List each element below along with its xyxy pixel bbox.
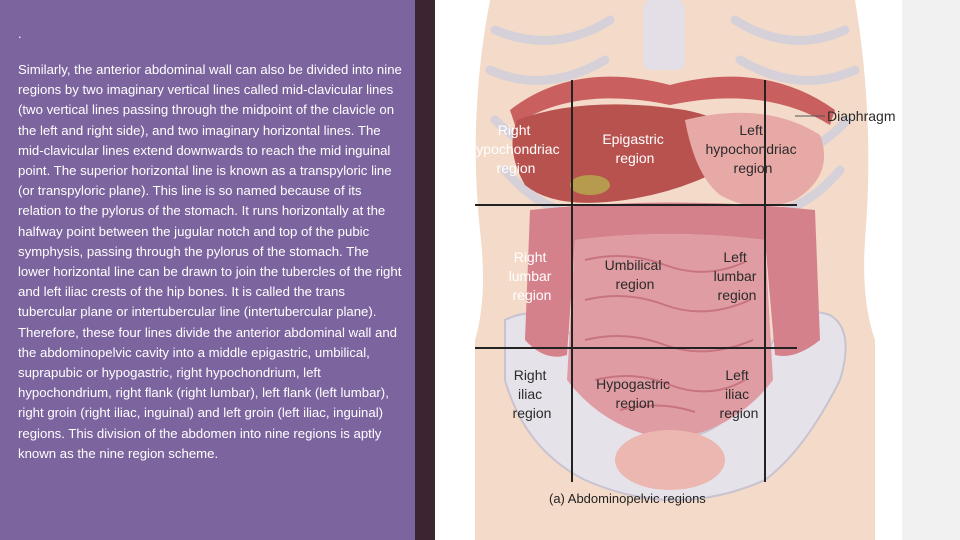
region-left-iliac: Left iliac region bbox=[720, 367, 759, 421]
diaphragm-label: Diaphragm bbox=[827, 108, 895, 124]
region-right-iliac: Right iliac region bbox=[513, 367, 552, 421]
sternum bbox=[643, 0, 685, 70]
anatomy-illustration: Diaphragm Right hypochondriac region Epi… bbox=[469, 0, 895, 540]
region-left-hypochondriac: Left hypochondriac region bbox=[706, 122, 801, 176]
large-intestine bbox=[525, 202, 820, 357]
abdominopelvic-figure: Diaphragm Right hypochondriac region Epi… bbox=[435, 0, 902, 540]
region-right-hypochondriac: Right hypochondriac region bbox=[469, 122, 564, 176]
region-umbilical: Umbilical region bbox=[605, 257, 666, 292]
stomach bbox=[685, 112, 825, 207]
region-epigastric: Epigastric region bbox=[602, 131, 667, 166]
region-hypogastric: Hypogastric region bbox=[596, 376, 674, 411]
figure-caption: (a) Abdominopelvic regions bbox=[549, 491, 706, 506]
bladder bbox=[615, 430, 725, 490]
region-grid bbox=[475, 80, 797, 482]
region-left-lumbar: Left lumbar region bbox=[714, 249, 761, 303]
body-paragraph: Similarly, the anterior abdominal wall c… bbox=[18, 62, 402, 461]
bullet-mark: . bbox=[18, 26, 22, 41]
gallbladder bbox=[570, 175, 610, 195]
diaphragm bbox=[510, 76, 835, 125]
margin-strip bbox=[902, 0, 960, 540]
region-right-lumbar: Right lumbar region bbox=[509, 249, 556, 303]
panel-divider bbox=[415, 0, 435, 540]
text-panel: . Similarly, the anterior abdominal wall… bbox=[0, 0, 415, 540]
